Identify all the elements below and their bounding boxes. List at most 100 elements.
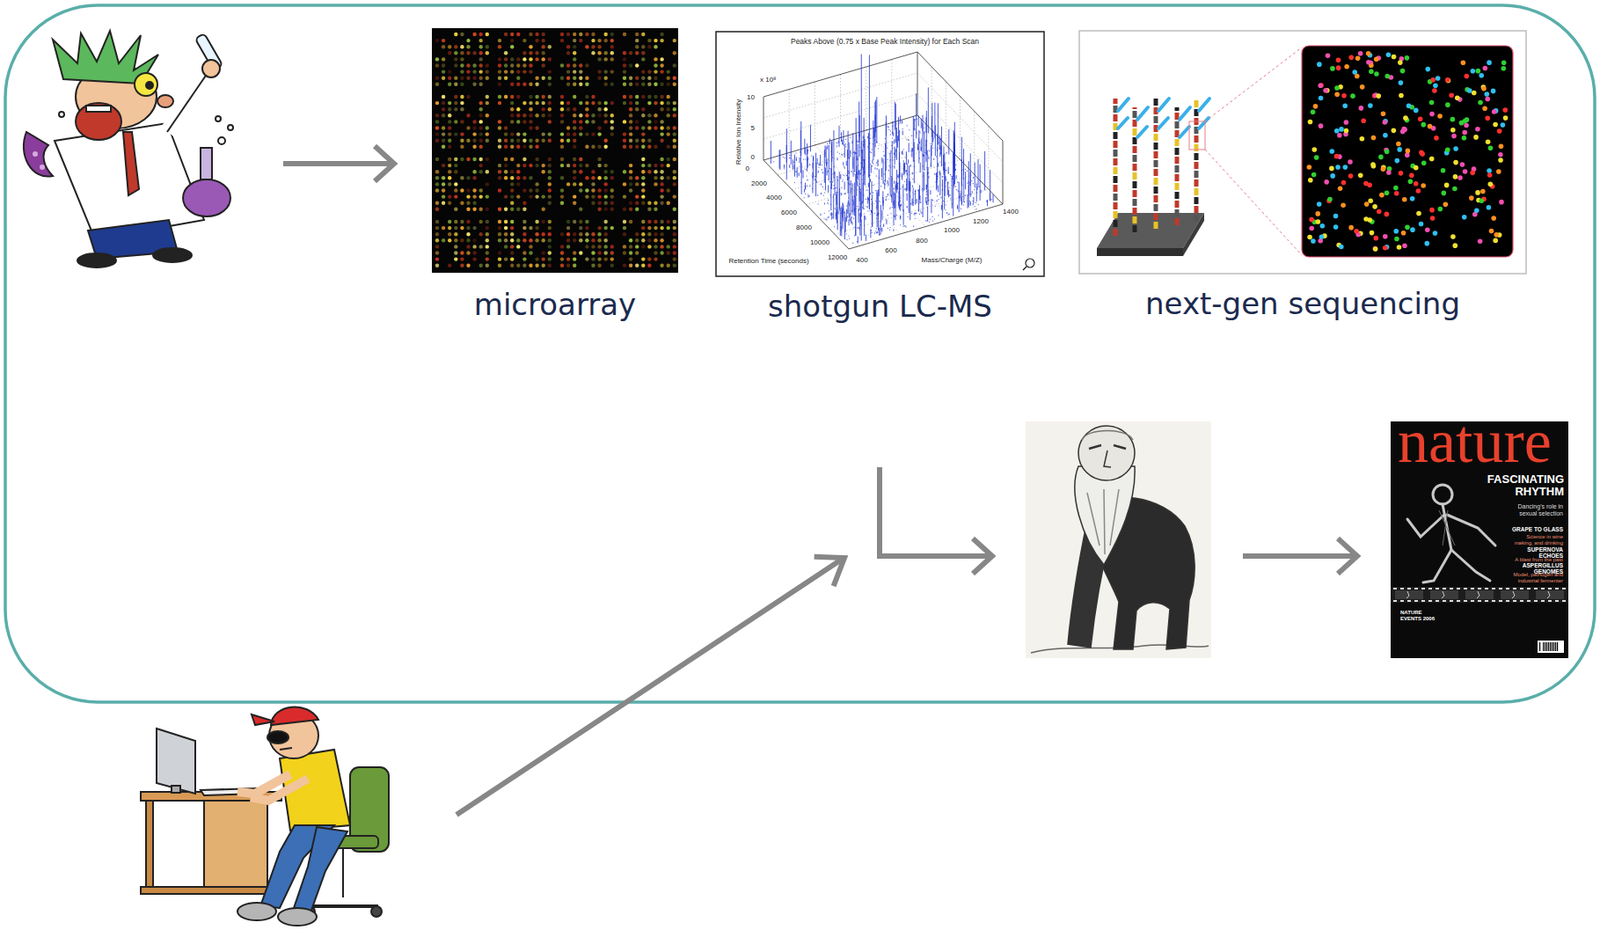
- lc-ms-chart-part-part: [814, 179, 816, 181]
- sequencing-image-part-part: [1113, 202, 1118, 210]
- lc-ms-chart-part-part: [972, 197, 974, 204]
- lc-ms-chart-part-part: [963, 177, 965, 203]
- lc-ms-chart-part-part: [807, 195, 809, 198]
- microarray-image-part-part: [534, 226, 539, 230]
- lc-ms-chart-part-part: [876, 161, 877, 163]
- sequencing-image-part-part: [1158, 117, 1169, 129]
- lc-ms-chart-part-part: [852, 222, 854, 226]
- lc-ms-chart-part-part: [810, 124, 811, 152]
- microarray-image-part-part: [453, 94, 458, 99]
- lc-ms-chart-part-part: [868, 132, 870, 178]
- microarray-image-part-part: [672, 131, 677, 136]
- lc-ms-chart-part-part: [896, 183, 898, 193]
- lc-ms-chart-part-part: [877, 189, 879, 231]
- microarray-image-part-part: [653, 69, 658, 74]
- lc-ms-chart-part-part: [854, 152, 856, 154]
- microarray-image-part-part: [628, 175, 633, 180]
- microarray-image-part-part: [591, 238, 595, 242]
- microarray-image-part-part: [591, 263, 595, 268]
- microarray-image-part-part: [672, 113, 677, 117]
- lc-ms-chart-part-part: [972, 176, 974, 179]
- lc-ms-chart-part-part: [839, 171, 841, 212]
- lc-ms-chart-part-part: [843, 166, 845, 169]
- microarray-image-part-part: [647, 69, 651, 74]
- microarray-image-part-part: [497, 163, 502, 168]
- microarray-image-part-part: [672, 194, 677, 198]
- microarray-image-part-part: [647, 263, 651, 268]
- sequencing-image-part-part: [1132, 198, 1138, 206]
- microarray-image-part-part: [578, 188, 583, 192]
- lc-ms-chart-part-part: [909, 178, 911, 180]
- microarray-image-part-part: [672, 63, 677, 67]
- lc-ms-chart-part-part: [823, 195, 825, 197]
- microarray-image-part-part: [479, 57, 483, 61]
- microarray-image-part-part: [572, 138, 577, 143]
- programmer-cartoon-part: [156, 728, 196, 794]
- microarray-image-part-part: [466, 226, 470, 230]
- microarray-image-part-part: [534, 138, 539, 143]
- lc-ms-chart-part-part: [927, 172, 929, 174]
- microarray-image-part-part: [622, 82, 627, 87]
- lc-ms-chart-part-part: [867, 189, 869, 191]
- lc-ms-chart-part-part: [913, 141, 915, 183]
- sequencing-image-part-part: [1132, 172, 1138, 180]
- lc-ms-chart-part-part: [913, 187, 914, 206]
- microarray-image-part-part: [460, 82, 464, 87]
- microarray-image-part-part: [560, 63, 564, 67]
- microarray-image-part-part: [560, 175, 564, 180]
- sequencing-image-part-part: [1194, 179, 1199, 187]
- lc-ms-chart-part-part: [830, 187, 832, 189]
- microarray-image-part-part: [510, 138, 514, 143]
- lc-ms-chart-part-part: [951, 178, 953, 180]
- microarray-image-part-part: [485, 244, 490, 249]
- lc-ms-chart-part-part: [911, 212, 913, 214]
- lc-ms-chart-part-part: [871, 165, 873, 167]
- lc-ms-chart-part-part: [885, 198, 887, 202]
- sequencing-image-part-part: [1175, 218, 1180, 226]
- microarray-image-part-part: [441, 138, 446, 143]
- microarray-image-part-part: [435, 232, 439, 236]
- microarray-image-part-part: [659, 263, 664, 268]
- microarray-image-part-part: [485, 207, 490, 212]
- microarray-image-part-part: [641, 219, 645, 224]
- microarray-image-part-part: [541, 238, 546, 242]
- microarray-image-part-part: [485, 232, 490, 236]
- microarray-image-part-part: [560, 256, 564, 261]
- lc-ms-chart-part-part: [898, 116, 899, 142]
- microarray-image-part-part: [622, 51, 627, 55]
- lc-ms-chart-part-part: [949, 187, 950, 189]
- microarray-image-part-part: [472, 32, 476, 37]
- sequencing-image-part-part: [1154, 212, 1159, 220]
- microarray-image-part-part: [578, 125, 583, 130]
- sequencing-image-part-part: [1154, 186, 1159, 194]
- lc-ms-chart-part-part: [886, 196, 888, 198]
- microarray-image-part-part: [672, 76, 677, 81]
- microarray-image-part-part: [466, 219, 470, 224]
- microarray-image-part-part: [641, 188, 645, 192]
- lc-ms-chart-part-part: [804, 193, 806, 195]
- lc-ms-chart-part-part: [946, 169, 948, 171]
- microarray-image-part-part: [485, 169, 490, 174]
- microarray-image-part-part: [641, 238, 645, 242]
- lc-ms-chart-part-part: [863, 117, 865, 149]
- lc-ms-chart-part-part: [796, 170, 797, 172]
- microarray-image-part-part: [497, 238, 502, 242]
- microarray-image-part-part: [597, 232, 601, 236]
- microarray-image-part-part: [522, 163, 527, 168]
- microarray-image-part-part: [622, 63, 627, 67]
- lc-ms-chart-part-part: [846, 160, 848, 167]
- programmer-cartoon: [140, 707, 389, 926]
- lc-ms-chart-part-part: [848, 182, 850, 185]
- lc-ms-chart-part-part: [909, 181, 911, 221]
- microarray-image-part-part: [460, 188, 464, 192]
- microarray-image-part-part: [510, 44, 514, 49]
- lc-ms-chart-part-part: [899, 216, 901, 219]
- microarray-image-part-part: [453, 219, 458, 224]
- lc-ms-chart-part-part: [826, 158, 828, 176]
- sequencing-image-part-part: [1132, 128, 1138, 136]
- lc-ms-chart-part-part: [830, 194, 832, 196]
- microarray-image-part-part: [572, 169, 577, 174]
- microarray-image-part-part: [572, 113, 577, 117]
- microarray-image-part-part: [578, 219, 583, 224]
- microarray-image-part-part: [547, 76, 552, 81]
